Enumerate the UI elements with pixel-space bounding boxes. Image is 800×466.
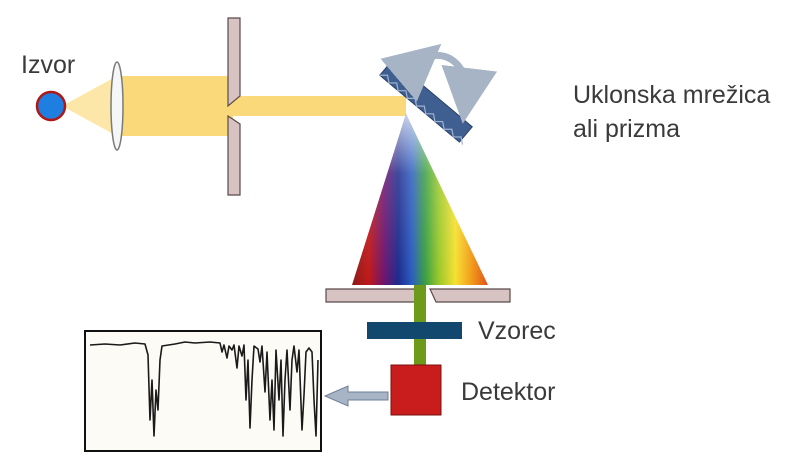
collimated-beam: [117, 76, 233, 136]
spectrum-recorder: [84, 330, 322, 452]
source-icon: [35, 90, 67, 122]
detector-label: Detektor: [461, 378, 556, 406]
absorption-spectrum-trace: [89, 341, 319, 437]
narrow-beam: [228, 96, 406, 116]
exit-slit-left: [325, 288, 421, 303]
detector-icon: [390, 364, 442, 416]
spectrum-highlight: [352, 114, 488, 285]
sample-cuvette: [367, 322, 462, 339]
entrance-slit-bottom: [227, 114, 241, 196]
rotation-arrow-icon: [380, 43, 498, 124]
source-label: Izvor: [21, 51, 76, 79]
source-light-cone: [62, 76, 117, 136]
exit-slit-right: [429, 288, 511, 303]
sample-label: Vzorec: [478, 317, 556, 345]
entrance-slit-top: [227, 17, 241, 108]
signal-arrow-icon: [323, 385, 389, 407]
grating-label-line1: Uklonska mrežica: [573, 81, 771, 109]
grating-label-line2: ali prizma: [573, 115, 680, 143]
lens: [110, 61, 124, 151]
